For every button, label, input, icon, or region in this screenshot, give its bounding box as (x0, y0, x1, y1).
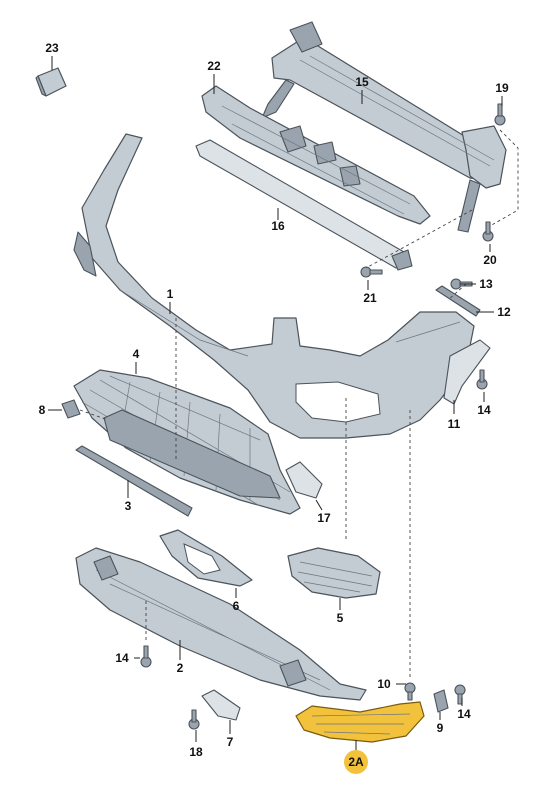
screw-18 (188, 709, 200, 730)
screw-20 (482, 221, 494, 242)
part-5-fog-grille (287, 547, 381, 599)
part-22-energy-absorber (201, 85, 431, 225)
screw-14-bottom (454, 684, 466, 705)
screw-14-right (476, 369, 488, 390)
leader-lines (48, 56, 503, 752)
screw-19 (494, 103, 506, 126)
callout-11: 11 (448, 417, 461, 431)
alignment-lines (79, 129, 519, 680)
callout-3: 3 (125, 499, 132, 513)
callout-labels: 23 22 15 19 16 20 21 1 13 12 4 8 14 11 3… (39, 41, 511, 774)
part-9-clip (433, 689, 449, 713)
screw-10 (404, 682, 416, 701)
callout-14-right: 14 (477, 403, 491, 417)
part-16-upper-strip (195, 139, 413, 271)
part-2A-lower-insert (295, 701, 425, 743)
part-3-trim-strip (75, 445, 193, 517)
callout-14-left: 14 (115, 651, 129, 665)
callout-17: 17 (317, 511, 331, 525)
part-2-lower-spoiler (75, 547, 367, 701)
callout-14-bottom: 14 (457, 707, 471, 721)
callout-18: 18 (189, 745, 203, 759)
callout-8: 8 (39, 403, 46, 417)
callout-22: 22 (207, 59, 221, 73)
part-12-strip (435, 285, 481, 317)
part-7-bracket (201, 689, 241, 721)
callout-16: 16 (271, 219, 285, 233)
part-8-clip (61, 399, 81, 419)
callout-10: 10 (377, 677, 391, 691)
callout-21: 21 (363, 291, 377, 305)
part-6-fog-trim (159, 529, 253, 587)
callout-2A-badge: 2A (344, 750, 368, 774)
callout-5: 5 (337, 611, 344, 625)
part-4-grille (73, 369, 301, 515)
callout-15: 15 (355, 75, 369, 89)
callout-9: 9 (437, 721, 444, 735)
part-11-side-bracket (443, 339, 491, 405)
part-15-reinforcement-bar (261, 21, 507, 233)
callout-23: 23 (45, 41, 59, 55)
screw-14-left (140, 645, 152, 668)
part-1-bumper-cover (73, 133, 475, 439)
callout-2A: 2A (348, 755, 364, 769)
callout-19: 19 (495, 81, 509, 95)
callout-2: 2 (177, 661, 184, 675)
callout-7: 7 (227, 735, 234, 749)
part-17-bracket (285, 461, 323, 499)
callout-13: 13 (479, 277, 493, 291)
callout-6: 6 (233, 599, 240, 613)
callout-1: 1 (167, 287, 174, 301)
screw-21 (360, 266, 383, 278)
callout-20: 20 (483, 253, 497, 267)
callout-4: 4 (133, 347, 140, 361)
callout-12: 12 (497, 305, 511, 319)
part-23-clip (35, 67, 67, 97)
